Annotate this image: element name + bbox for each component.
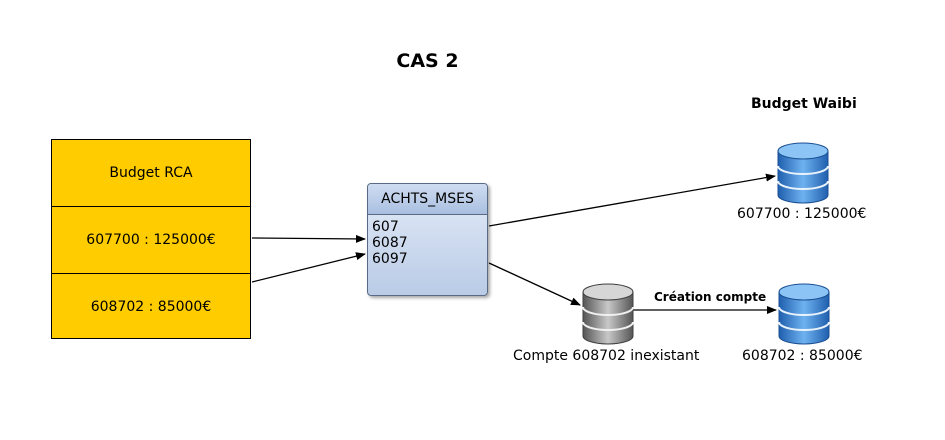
achts-mses-box: ACHTS_MSES 607 6087 6097 [367,183,488,296]
arrow-rca1-to-achts [251,234,366,243]
database-icon-waibi-1 [777,142,829,204]
database-icon-waibi-2 [778,283,830,345]
waibi-item-1-label: 607700 : 125000€ [737,206,867,222]
creation-compte-label: Création compte [654,290,767,304]
achts-mses-body: 607 6087 6097 [368,215,487,267]
budget-rca-header: Budget RCA [109,165,193,182]
missing-account-label: Compte 608702 inexistant [513,348,700,364]
achts-line-2: 6087 [372,235,408,251]
budget-rca-box: Budget RCA 607700 : 125000€ 608702 : 850… [51,139,251,339]
budget-waibi-label: Budget Waibi [751,96,857,112]
budget-rca-row-1: 607700 : 125000€ [52,206,250,273]
achts-line-1: 607 [372,219,399,235]
arrow-achts-to-missing [488,262,581,306]
arrow-achts-to-waibi-1 [488,173,776,227]
budget-rca-row-2: 608702 : 85000€ [52,272,250,340]
waibi-item-2-label: 608702 : 85000€ [742,348,863,364]
database-icon-missing-account [582,283,634,345]
achts-mses-header: ACHTS_MSES [368,184,487,215]
diagram-title: CAS 2 [396,50,459,72]
achts-line-3: 6097 [372,251,408,267]
arrow-rca2-to-achts [251,252,366,283]
